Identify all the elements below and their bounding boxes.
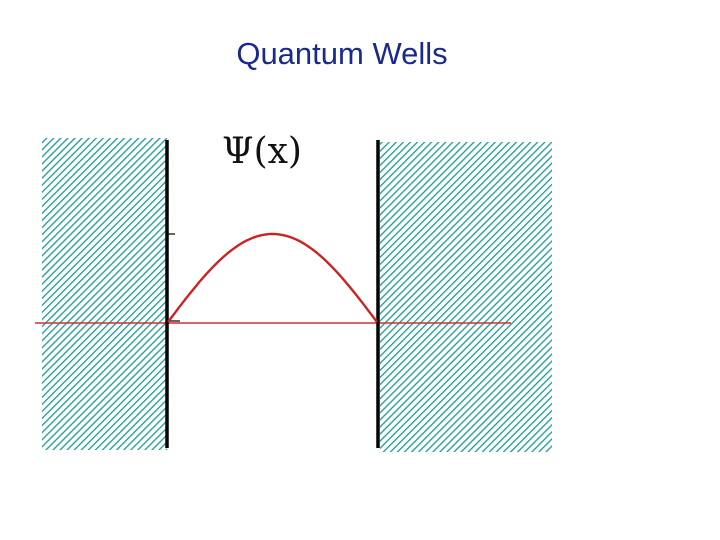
wavefunction-curve xyxy=(167,232,378,323)
wavefunction-label: Ψ(x) xyxy=(222,131,302,172)
slide-title: Quantum Wells xyxy=(236,36,448,71)
left-barrier xyxy=(42,138,167,450)
right-barrier xyxy=(380,142,552,452)
